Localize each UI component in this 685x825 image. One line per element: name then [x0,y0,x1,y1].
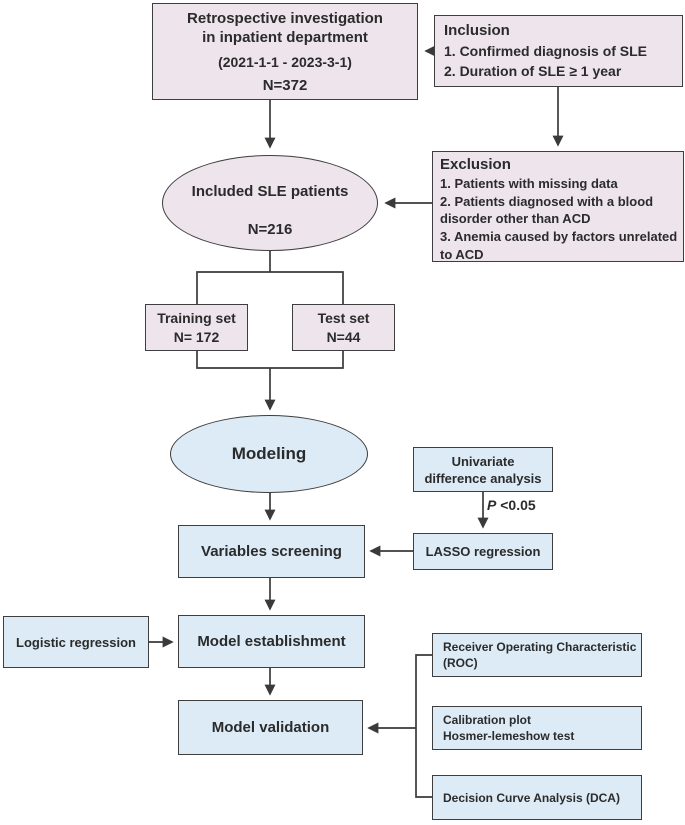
retro-count: N=372 [262,76,308,94]
p-symbol: P [487,497,497,513]
included-sle-patients-ellipse: Included SLE patients N=216 [162,155,378,251]
p-value-threshold-label: P <0.05 [487,497,536,513]
training-label: Training set [157,309,236,326]
model-validation-label: Model validation [211,719,330,736]
variables-screening-box: Variables screening [178,525,365,578]
univariate-analysis-box: Univariate difference analysis [413,447,553,492]
test-set-box: Test set N=44 [292,304,395,351]
calibration-line2: Hosmer-lemeshow test [443,729,575,743]
retrospective-investigation-box: Retrospective investigation in inpatient… [152,3,418,100]
retro-line2: in inpatient department [202,28,368,46]
included-count: N=216 [247,220,293,238]
logistic-regression-box: Logistic regression [3,616,149,668]
exclusion-item: 1. Patients with missing data [440,176,618,191]
exclusion-title: Exclusion [440,156,511,173]
split-bracket-bottom [196,351,344,369]
univariate-line2: difference analysis [424,470,542,486]
inclusion-item: 1. Confirmed diagnosis of SLE [444,43,648,59]
exclusion-criteria-box: Exclusion 1. Patients with missing data … [432,151,684,262]
exclusion-item: 3. Anemia caused by factors unrelated to… [440,229,678,262]
inclusion-item: 2. Duration of SLE ≥ 1 year [444,63,622,79]
dca-label: Decision Curve Analysis (DCA) [443,790,620,805]
inclusion-title: Inclusion [444,22,510,39]
validation-bracket [415,654,432,798]
retro-line1: Retrospective investigation [187,9,383,27]
calibration-line1: Calibration plot [443,712,531,727]
model-establishment-label: Model establishment [197,633,346,650]
dca-box: Decision Curve Analysis (DCA) [432,775,642,820]
retro-dates: (2021-1-1 - 2023-3-1) [218,53,352,70]
training-count: N= 172 [173,328,220,345]
p-value: <0.05 [496,497,536,513]
model-validation-box: Model validation [178,700,363,755]
variables-screening-label: Variables screening [201,543,342,560]
lasso-regression-box: LASSO regression [413,533,553,570]
calibration-box: Calibration plot Hosmer-lemeshow test [432,706,642,750]
roc-box: Receiver Operating Characteristic (ROC) [432,633,642,677]
univariate-line1: Univariate [451,453,515,469]
training-set-box: Training set N= 172 [145,304,248,351]
split-bracket-top [196,271,344,304]
modeling-label: Modeling [231,444,307,463]
lasso-label: LASSO regression [425,544,541,559]
exclusion-item: 2. Patients diagnosed with a blood disor… [440,193,654,227]
inclusion-criteria-box: Inclusion 1. Confirmed diagnosis of SLE … [434,15,683,87]
included-label: Included SLE patients [191,182,349,200]
test-label: Test set [317,309,370,326]
model-establishment-box: Model establishment [178,615,365,668]
modeling-ellipse: Modeling [170,415,368,493]
roc-label: Receiver Operating Characteristic (ROC) [443,640,637,670]
test-count: N=44 [326,328,361,345]
logistic-label: Logistic regression [16,634,136,650]
